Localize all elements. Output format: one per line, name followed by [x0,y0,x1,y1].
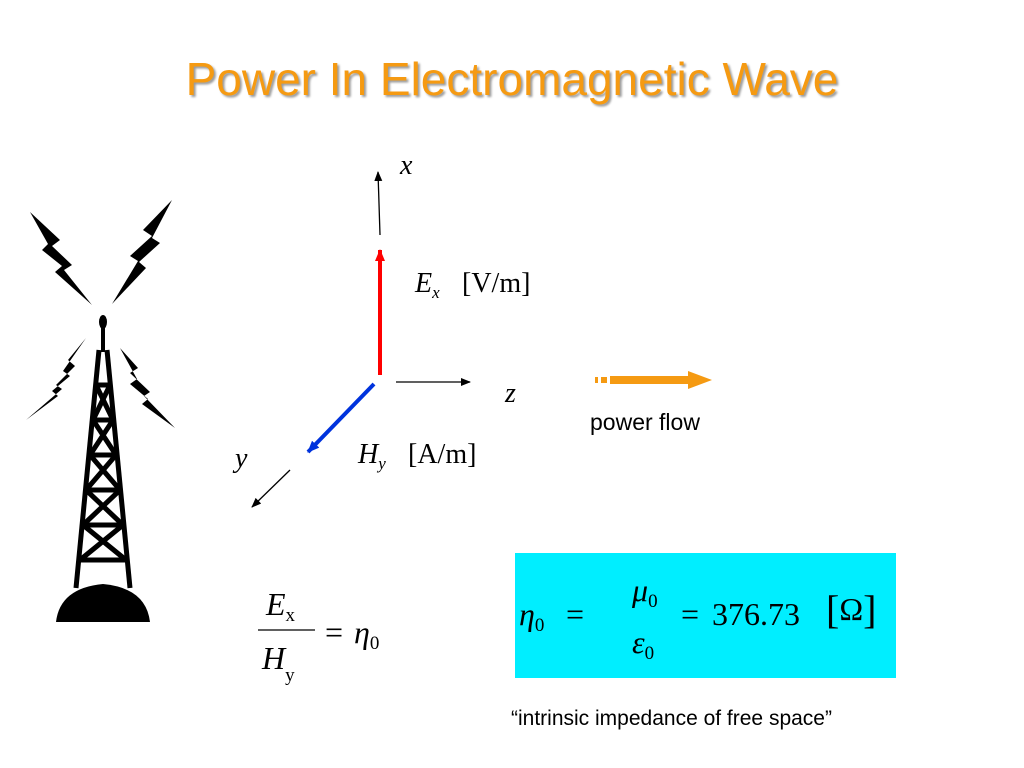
mu-sub: 0 [648,591,658,612]
impedance-denominator: ε0 [632,624,654,663]
impedance-lhs-symbol: η [519,596,535,632]
impedance-equals-2: = [681,596,700,632]
y-axis-label: y [235,443,248,474]
ratio-numerator: Ex [266,586,295,625]
power-flow-arrow [595,371,712,389]
x-axis-arrow [374,171,383,236]
h-subscript: y [378,454,386,473]
radio-tower-icon [26,200,175,622]
unit-bracket-open: [ [826,587,840,632]
ratio-rhs: η0 [354,614,379,653]
impedance-lhs-sub: 0 [534,615,545,636]
e-field-label: Ex [415,268,440,302]
ohm-symbol: Ω [839,591,864,627]
epsilon-symbol: ε [632,624,645,660]
ratio-rhs-sub: 0 [369,633,380,654]
impedance-value: 376.73 [712,596,800,632]
h-symbol: H [358,439,379,470]
impedance-unit: [Ω] [826,590,876,630]
x-axis-label: x [400,150,413,181]
ratio-num-sub: x [285,605,296,626]
epsilon-sub: 0 [644,643,655,664]
ratio-denominator: Hy [262,640,295,685]
impedance-numerator: μ0 [632,572,658,611]
impedance-caption: “intrinsic impedance of free space” [511,707,832,730]
impedance-lhs: η0 [519,596,544,635]
h-field-label: Hy [358,439,386,473]
impedance-equation-box [515,553,896,678]
e-field-unit: [V/m] [462,268,531,299]
h-field-vector [306,382,376,454]
ratio-num-symbol: E [266,586,286,622]
unit-bracket-close: ] [863,587,877,632]
z-axis-label: z [505,378,516,409]
ratio-den-sub: y [285,665,295,686]
ratio-equals: = [325,614,344,650]
e-symbol: E [415,268,433,299]
y-axis-arrow [251,469,291,508]
ratio-den-symbol: H [262,640,286,676]
ratio-rhs-symbol: η [354,614,370,650]
h-field-unit: [A/m] [408,439,477,470]
mu-symbol: μ [632,572,649,608]
impedance-equals-1: = [566,596,585,632]
slide-title: Power In Electromagnetic Wave [185,53,839,105]
power-flow-label: power flow [590,409,700,435]
e-subscript: x [432,283,440,302]
